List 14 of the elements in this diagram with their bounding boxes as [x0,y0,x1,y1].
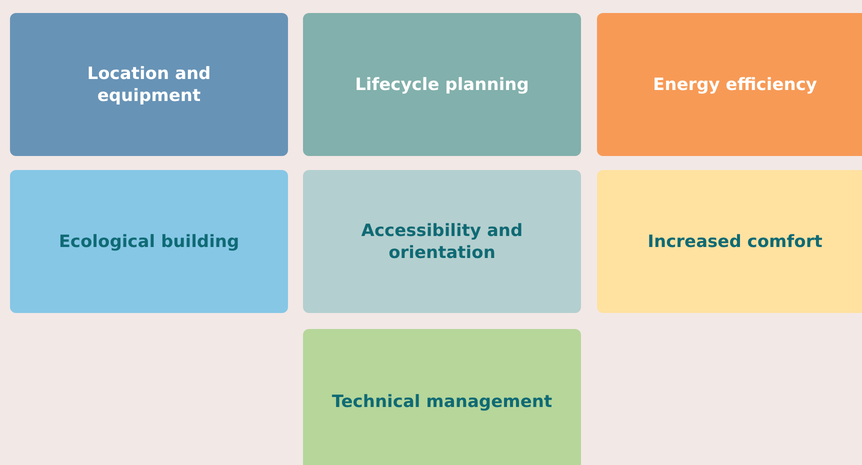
box-label: Location and equipment [86,62,212,106]
box-label: Increased comfort [648,230,822,252]
box-label: Technical management [332,390,552,412]
box-label: Energy efficiency [653,74,817,96]
category-box [303,329,581,465]
box-label: Lifecycle planning [355,74,529,96]
box-label: Accessibility and orientation [360,220,524,264]
category-box [597,13,862,156]
box-label: Ecological building [58,230,240,252]
category-box [303,13,581,156]
category-box [10,13,288,156]
category-box [10,170,288,313]
category-box [597,170,862,313]
category-box [303,170,581,313]
